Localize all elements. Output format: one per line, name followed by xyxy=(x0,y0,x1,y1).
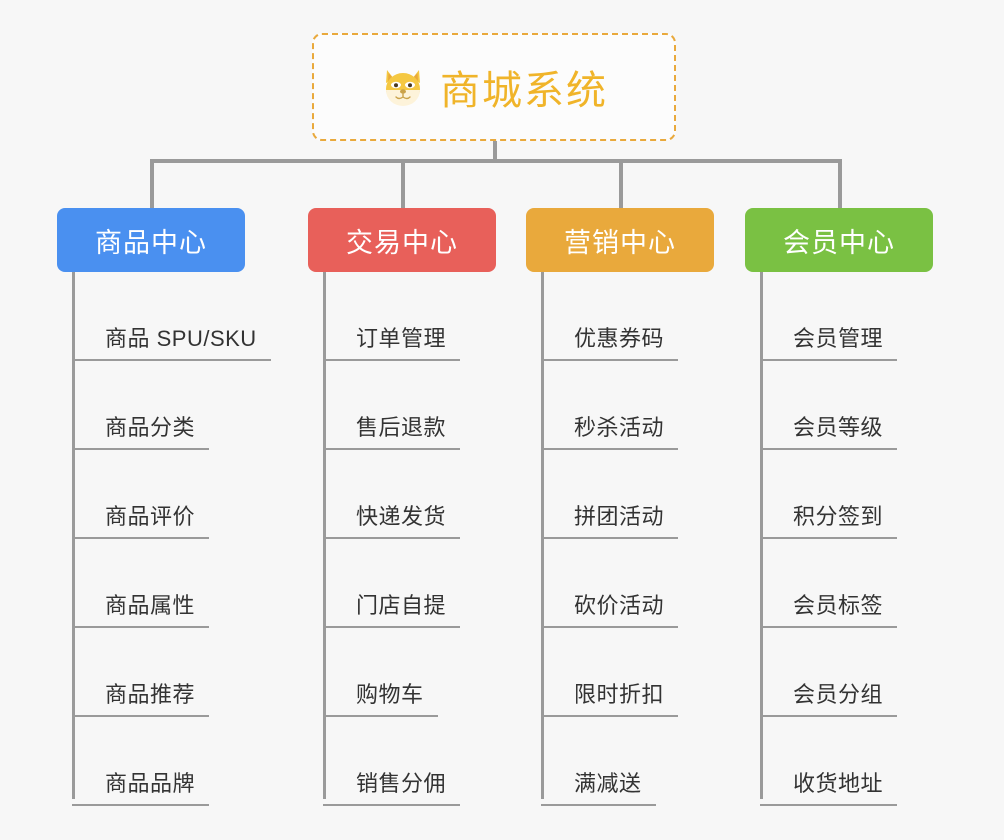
leaf-label: 会员标签 xyxy=(793,593,884,618)
branch-spine xyxy=(760,272,763,799)
leaf-label: 优惠券码 xyxy=(574,326,665,351)
list-item[interactable]: 商品 SPU/SKU xyxy=(72,272,332,361)
branch-spine xyxy=(323,272,326,799)
leaf-label: 商品评价 xyxy=(105,504,196,529)
leaf-label: 会员分组 xyxy=(793,682,884,707)
branch-header-label: 交易中心 xyxy=(346,227,458,258)
leaf-label: 砍价活动 xyxy=(574,593,665,618)
branch-header-trade-center[interactable]: 交易中心 xyxy=(308,208,496,272)
leaf-label: 销售分佣 xyxy=(356,771,447,796)
leaf-label: 商品品牌 xyxy=(105,771,196,796)
list-item[interactable]: 会员分组 xyxy=(760,628,1004,717)
branch-header-product-center[interactable]: 商品中心 xyxy=(57,208,245,272)
list-item[interactable]: 限时折扣 xyxy=(541,628,801,717)
branch-trade-center: 交易中心 订单管理 售后退款 快递发货 门店自提 购物车 销售分佣 xyxy=(308,208,496,806)
list-item[interactable]: 商品品牌 xyxy=(72,717,332,806)
list-item[interactable]: 满减送 xyxy=(541,717,801,806)
list-item[interactable]: 拼团活动 xyxy=(541,450,801,539)
connector-root-stem xyxy=(493,141,497,163)
leaf-label: 商品分类 xyxy=(105,415,196,440)
leaf-label: 快递发货 xyxy=(356,504,447,529)
list-item[interactable]: 积分签到 xyxy=(760,450,1004,539)
leaf-label: 满减送 xyxy=(574,771,642,796)
list-item[interactable]: 商品推荐 xyxy=(72,628,332,717)
list-item[interactable]: 优惠券码 xyxy=(541,272,801,361)
branch-spine xyxy=(72,272,75,799)
leaf-label: 商品推荐 xyxy=(105,682,196,707)
leaf-label: 订单管理 xyxy=(356,326,447,351)
leaf-label: 秒杀活动 xyxy=(574,415,665,440)
list-item[interactable]: 会员管理 xyxy=(760,272,1004,361)
leaf-label: 限时折扣 xyxy=(574,682,665,707)
leaf-label: 收货地址 xyxy=(793,771,884,796)
list-item[interactable]: 商品评价 xyxy=(72,450,332,539)
leaf-list-product-center: 商品 SPU/SKU 商品分类 商品评价 商品属性 商品推荐 商品品牌 xyxy=(72,272,332,806)
branch-marketing-center: 营销中心 优惠券码 秒杀活动 拼团活动 砍价活动 限时折扣 满减送 xyxy=(526,208,714,806)
root-title: 商城系统 xyxy=(440,69,608,113)
list-item[interactable]: 砍价活动 xyxy=(541,539,801,628)
list-item[interactable]: 会员标签 xyxy=(760,539,1004,628)
connector-drop-marketing-center xyxy=(619,159,623,209)
leaf-label: 商品属性 xyxy=(105,593,196,618)
list-item[interactable]: 购物车 xyxy=(323,628,583,717)
leaf-label: 会员等级 xyxy=(793,415,884,440)
branch-header-label: 商品中心 xyxy=(95,227,207,258)
branch-product-center: 商品中心 商品 SPU/SKU 商品分类 商品评价 商品属性 商品推荐 商品品牌 xyxy=(57,208,271,806)
list-item[interactable]: 秒杀活动 xyxy=(541,361,801,450)
list-item[interactable]: 快递发货 xyxy=(323,450,583,539)
leaf-label: 购物车 xyxy=(356,682,424,707)
connector-horizontal-bus xyxy=(150,159,840,163)
list-item[interactable]: 销售分佣 xyxy=(323,717,583,806)
list-item[interactable]: 门店自提 xyxy=(323,539,583,628)
list-item[interactable]: 订单管理 xyxy=(323,272,583,361)
leaf-list-trade-center: 订单管理 售后退款 快递发货 门店自提 购物车 销售分佣 xyxy=(323,272,583,806)
branch-header-label: 会员中心 xyxy=(783,227,895,258)
shiba-dog-face-icon xyxy=(380,64,426,110)
branch-header-marketing-center[interactable]: 营销中心 xyxy=(526,208,714,272)
connector-drop-trade-center xyxy=(401,159,405,209)
leaf-label: 积分签到 xyxy=(793,504,884,529)
leaf-label: 售后退款 xyxy=(356,415,447,440)
leaf-label: 商品 SPU/SKU xyxy=(105,326,257,351)
connector-drop-member-center xyxy=(838,159,842,209)
root-node-shopping-mall-system[interactable]: 商城系统 xyxy=(312,33,676,141)
list-item[interactable]: 商品分类 xyxy=(72,361,332,450)
list-item[interactable]: 收货地址 xyxy=(760,717,1004,806)
leaf-label: 门店自提 xyxy=(356,593,447,618)
list-item[interactable]: 商品属性 xyxy=(72,539,332,628)
connector-drop-product-center xyxy=(150,159,154,209)
leaf-list-marketing-center: 优惠券码 秒杀活动 拼团活动 砍价活动 限时折扣 满减送 xyxy=(541,272,801,806)
leaf-label: 会员管理 xyxy=(793,326,884,351)
leaf-list-member-center: 会员管理 会员等级 积分签到 会员标签 会员分组 收货地址 xyxy=(760,272,1004,806)
leaf-label: 拼团活动 xyxy=(574,504,665,529)
branch-header-member-center[interactable]: 会员中心 xyxy=(745,208,933,272)
list-item[interactable]: 会员等级 xyxy=(760,361,1004,450)
branch-spine xyxy=(541,272,544,799)
branch-header-label: 营销中心 xyxy=(564,227,676,258)
list-item[interactable]: 售后退款 xyxy=(323,361,583,450)
branch-member-center: 会员中心 会员管理 会员等级 积分签到 会员标签 会员分组 收货地址 xyxy=(745,208,933,806)
